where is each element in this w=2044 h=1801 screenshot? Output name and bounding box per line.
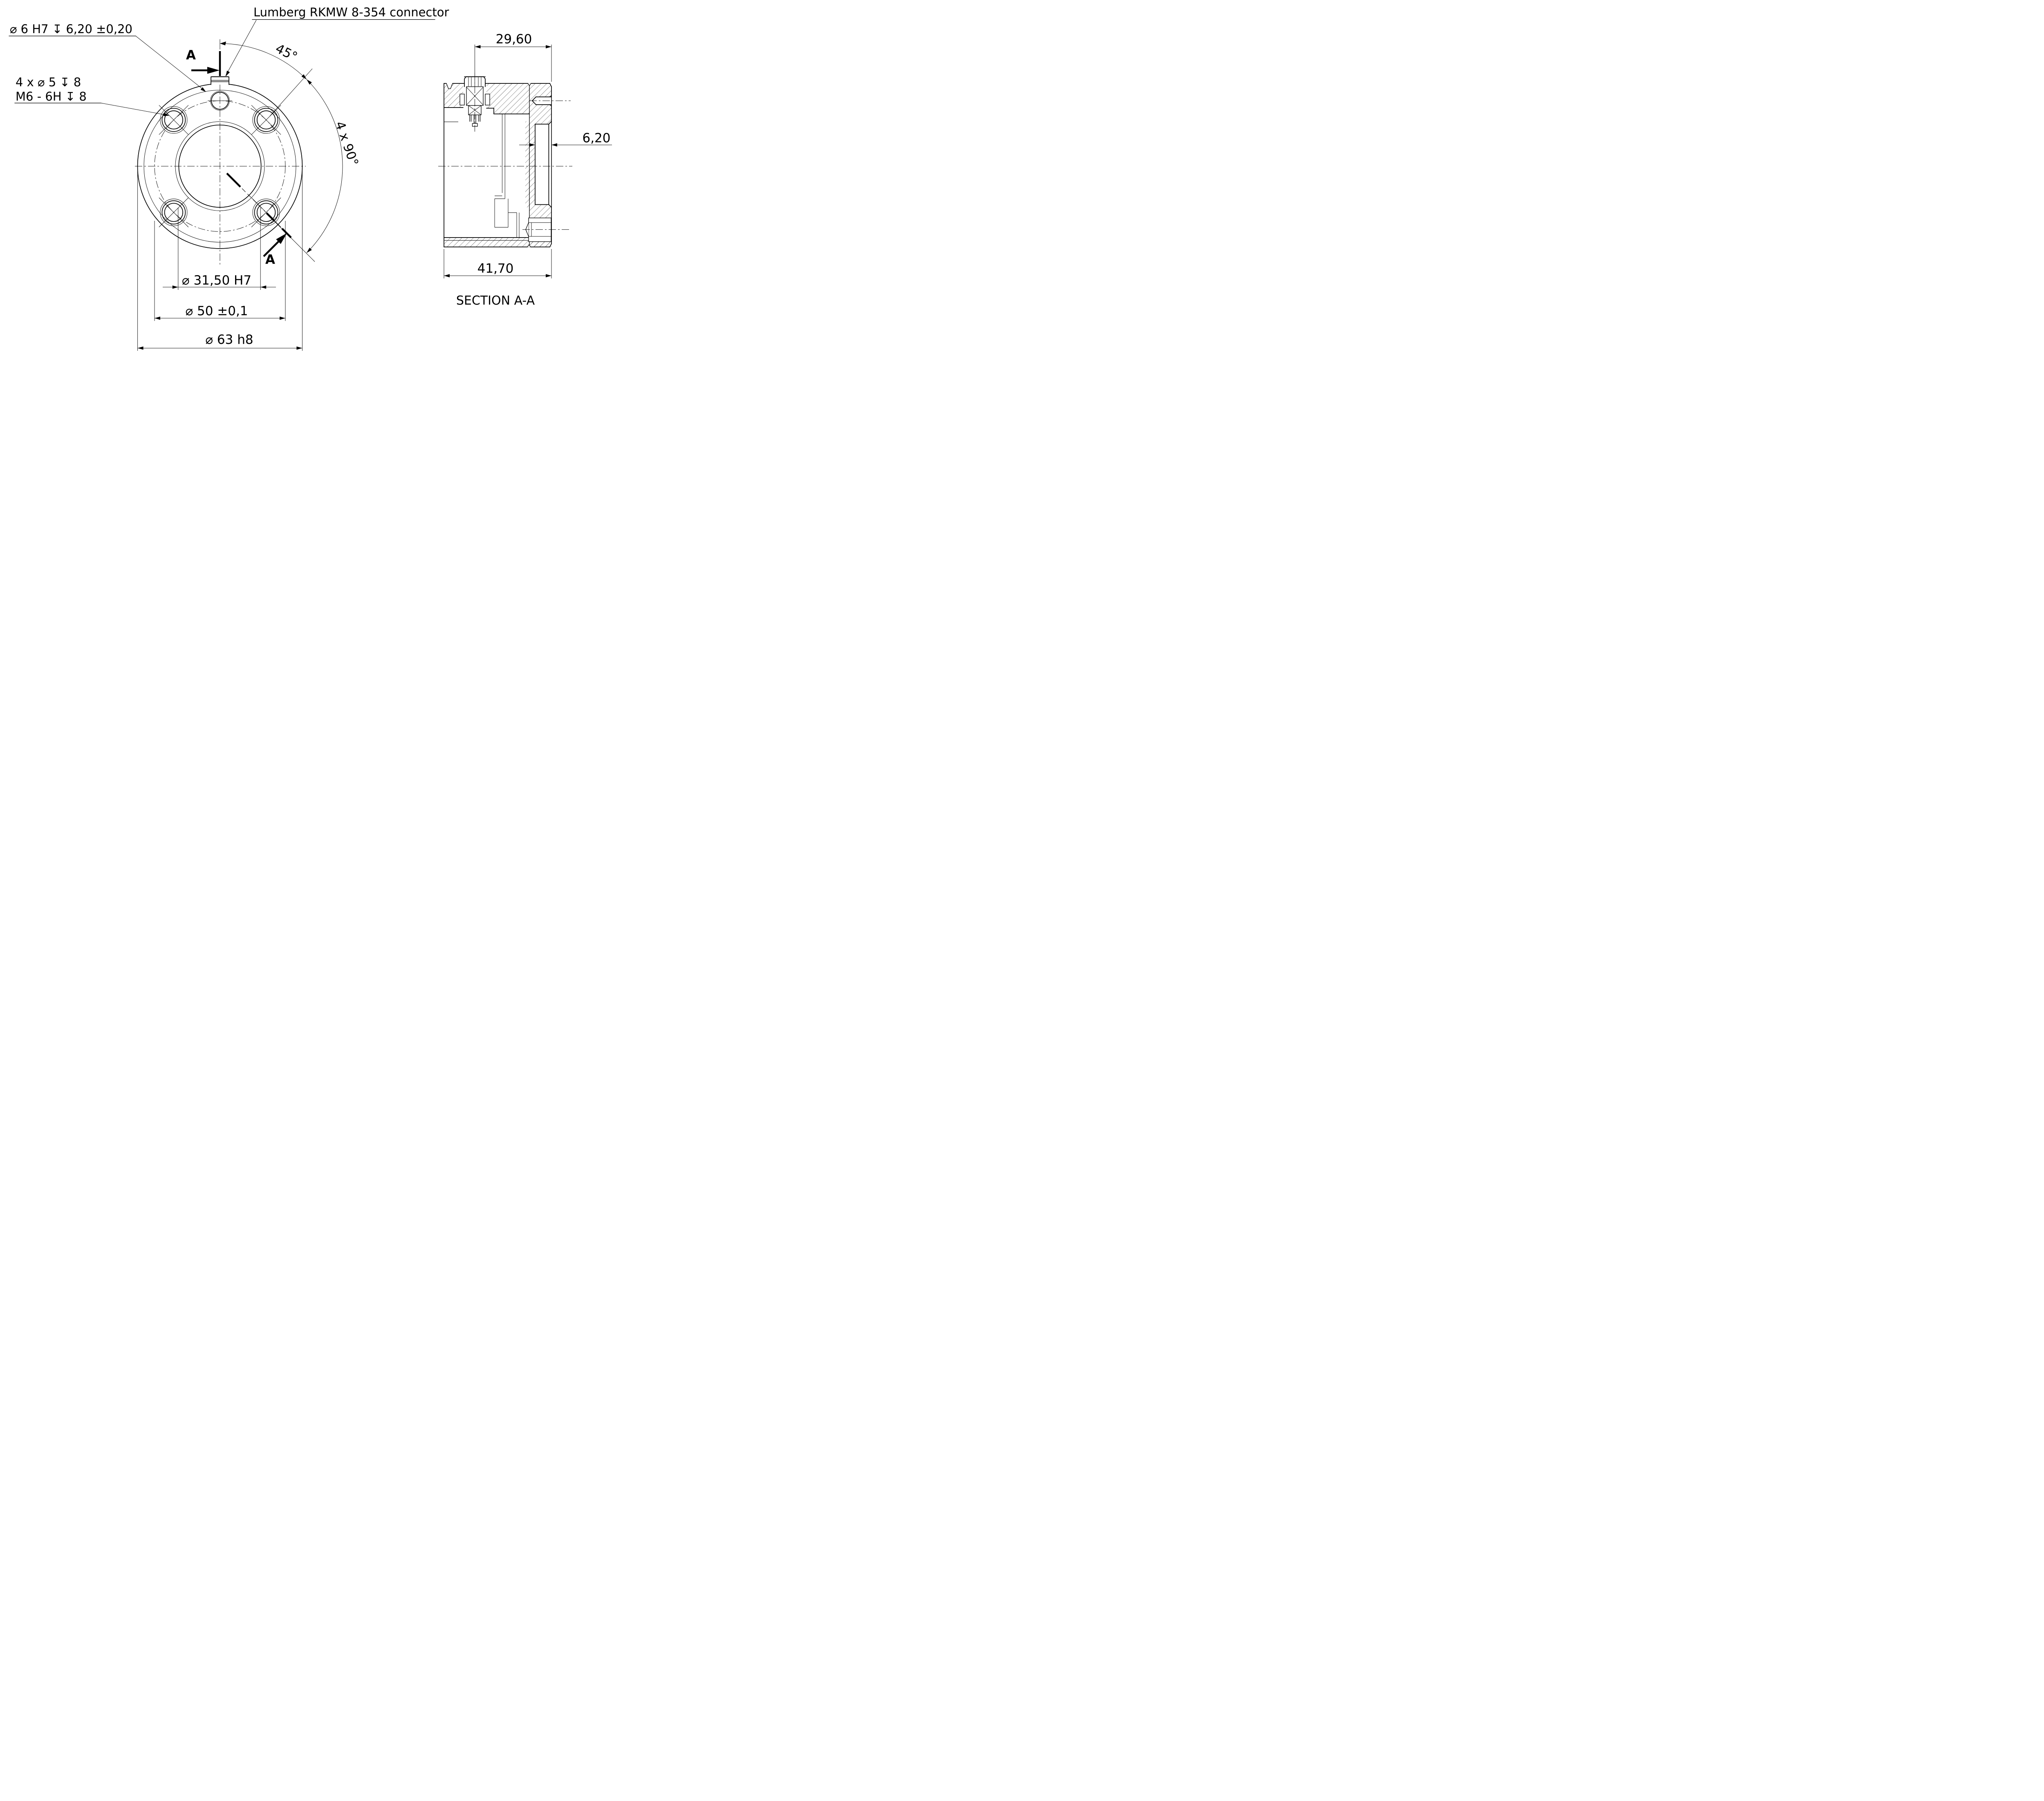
bore-circle: [178, 124, 262, 208]
connector-tab: [211, 76, 229, 85]
angle-45-text: 45°: [273, 41, 300, 65]
bolt-hole-lower-right: [251, 197, 281, 227]
section-arrow-top: [207, 67, 220, 74]
section-marker-bottom-group: A: [263, 233, 287, 267]
callout-connector-text: Lumberg RKMW 8-354 connector: [253, 5, 449, 19]
callout-center-hole: ⌀ 6 H7 ↧ 6,20 ±0,20: [9, 22, 206, 92]
callout-bolt-holes: 4 x ⌀ 5 ↧ 8 M6 - 6H ↧ 8: [14, 75, 170, 116]
dim-outer-text: ⌀ 63 h8: [205, 332, 253, 347]
section-marker-bottom: A: [265, 252, 275, 267]
bolt-circle: [154, 100, 286, 232]
tapped-hole-section: [522, 218, 571, 242]
section-label: SECTION A-A: [456, 294, 535, 308]
dim-overall-length: 41,70: [444, 249, 552, 278]
callout-connector: Lumberg RKMW 8-354 connector: [225, 5, 449, 76]
angle-dim-4x90: 4 x 90°: [306, 79, 361, 253]
dim-bore: ⌀ 31,50 H7: [163, 208, 276, 290]
connector-hole-section: [529, 95, 571, 107]
dim-bore-text: ⌀ 31,50 H7: [182, 273, 251, 288]
bolt-hole-upper-left: [159, 105, 189, 135]
section-view: 29,60 6,20 41,70 SECTION A-A: [438, 32, 612, 308]
callout-bolt-holes-line2: M6 - 6H ↧ 8: [16, 90, 87, 103]
angle-dim-45: 45°: [220, 41, 313, 117]
section-notches: [446, 83, 531, 247]
dim-bolt-circle: ⌀ 50 ±0,1: [154, 221, 286, 321]
drawing-sheet: A A 45° 4 x 90° Lumberg RKMW 8-354 conne…: [0, 0, 629, 360]
dim-recess-depth-text: 6,20: [582, 131, 610, 146]
dim-outer: ⌀ 63 h8: [137, 170, 303, 351]
callout-bolt-holes-line1: 4 x ⌀ 5 ↧ 8: [16, 75, 81, 89]
dim-recess-depth: 6,20: [519, 131, 612, 147]
bore-chamfer-circle: [175, 121, 265, 211]
bolt-hole-lower-left: [159, 197, 189, 227]
section-arrow-bottom: [276, 233, 287, 244]
dim-connector-offset: 29,60: [475, 32, 552, 82]
front-view: A A 45° 4 x 90° Lumberg RKMW 8-354 conne…: [9, 5, 449, 351]
dim-connector-offset-text: 29,60: [496, 32, 532, 47]
drawing-canvas: A A 45° 4 x 90° Lumberg RKMW 8-354 conne…: [9, 5, 612, 351]
dim-bolt-circle-text: ⌀ 50 ±0,1: [185, 304, 248, 318]
outer-chamfer-circle: [143, 90, 296, 242]
connector-pins: [469, 114, 481, 127]
angle-4x90-text: 4 x 90°: [332, 119, 361, 168]
section-connector: [459, 73, 490, 132]
callout-center-hole-text: ⌀ 6 H7 ↧ 6,20 ±0,20: [10, 22, 132, 36]
section-marker-top: A: [186, 48, 196, 63]
bolt-hole-upper-right: [251, 105, 281, 135]
section-cut-path: [226, 173, 315, 262]
pilot-recess: [535, 121, 552, 208]
connector-hole: [211, 92, 229, 110]
section-internals: [494, 114, 520, 238]
front-centerlines: [135, 39, 306, 265]
connector-hole-chamfer: [210, 91, 230, 111]
dim-overall-length-text: 41,70: [477, 261, 514, 276]
section-marker-top-group: A: [186, 48, 220, 74]
